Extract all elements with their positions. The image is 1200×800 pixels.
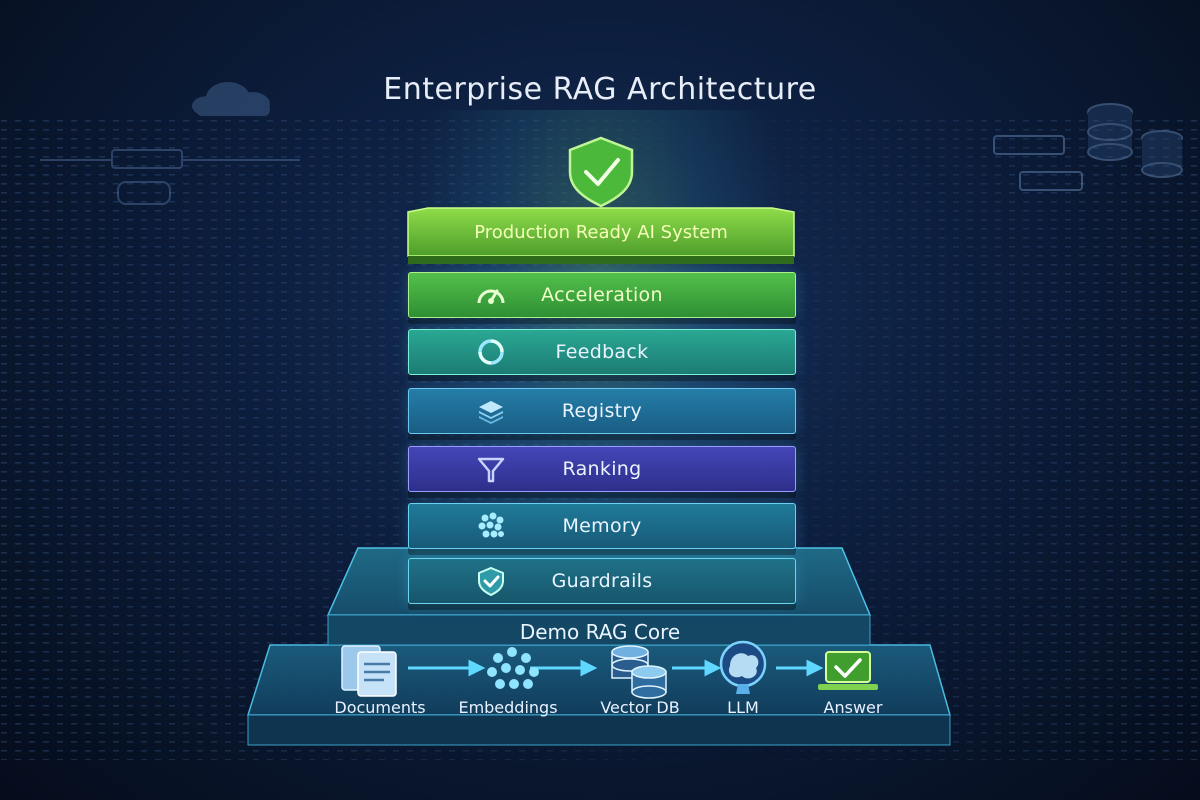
layer-memory: Memory [408,503,796,549]
shield-check-icon [478,566,504,597]
cycle-arrows-icon [478,339,504,365]
database-deco-right [993,103,1183,191]
flow-label-embeddings: Embeddings [458,698,558,717]
flow-label-llm: LLM [727,698,759,717]
layer-production-ready: Production Ready AI System [474,222,728,243]
layer-label: Acceleration [541,284,663,306]
dots-cluster-icon [478,512,504,538]
stack-layers-icon [479,401,503,424]
flow-label-answer: Answer [823,698,883,717]
laptop-check-icon [818,651,878,690]
cloud-icon [192,82,270,116]
layer-registry: Registry [408,388,796,434]
layer-label: Feedback [555,341,649,363]
flow-label-vector-db: Vector DB [600,698,680,717]
layer-label: Memory [562,515,642,537]
layer-label: Guardrails [551,570,653,592]
layer-label: Ranking [562,458,642,480]
server-deco-left [40,149,300,205]
embeddings-icon [487,647,539,689]
core-label: Demo RAG Core [519,620,681,644]
layer-guardrails: Guardrails [408,558,796,604]
flow-arrows [408,659,824,677]
database-icon [611,645,667,699]
page-title: Enterprise RAG Architecture [383,72,817,107]
top-shield-icon [568,136,634,208]
brain-icon [719,640,767,694]
speedometer-icon [477,289,505,304]
flow-label-documents: Documents [334,698,426,717]
documents-icon [341,645,397,697]
layer-acceleration: Acceleration [408,272,796,318]
layer-feedback: Feedback [408,329,796,375]
funnel-icon [477,457,505,483]
top-roof [407,207,795,264]
layer-label: Registry [561,400,643,422]
layer-ranking: Ranking [408,446,796,492]
